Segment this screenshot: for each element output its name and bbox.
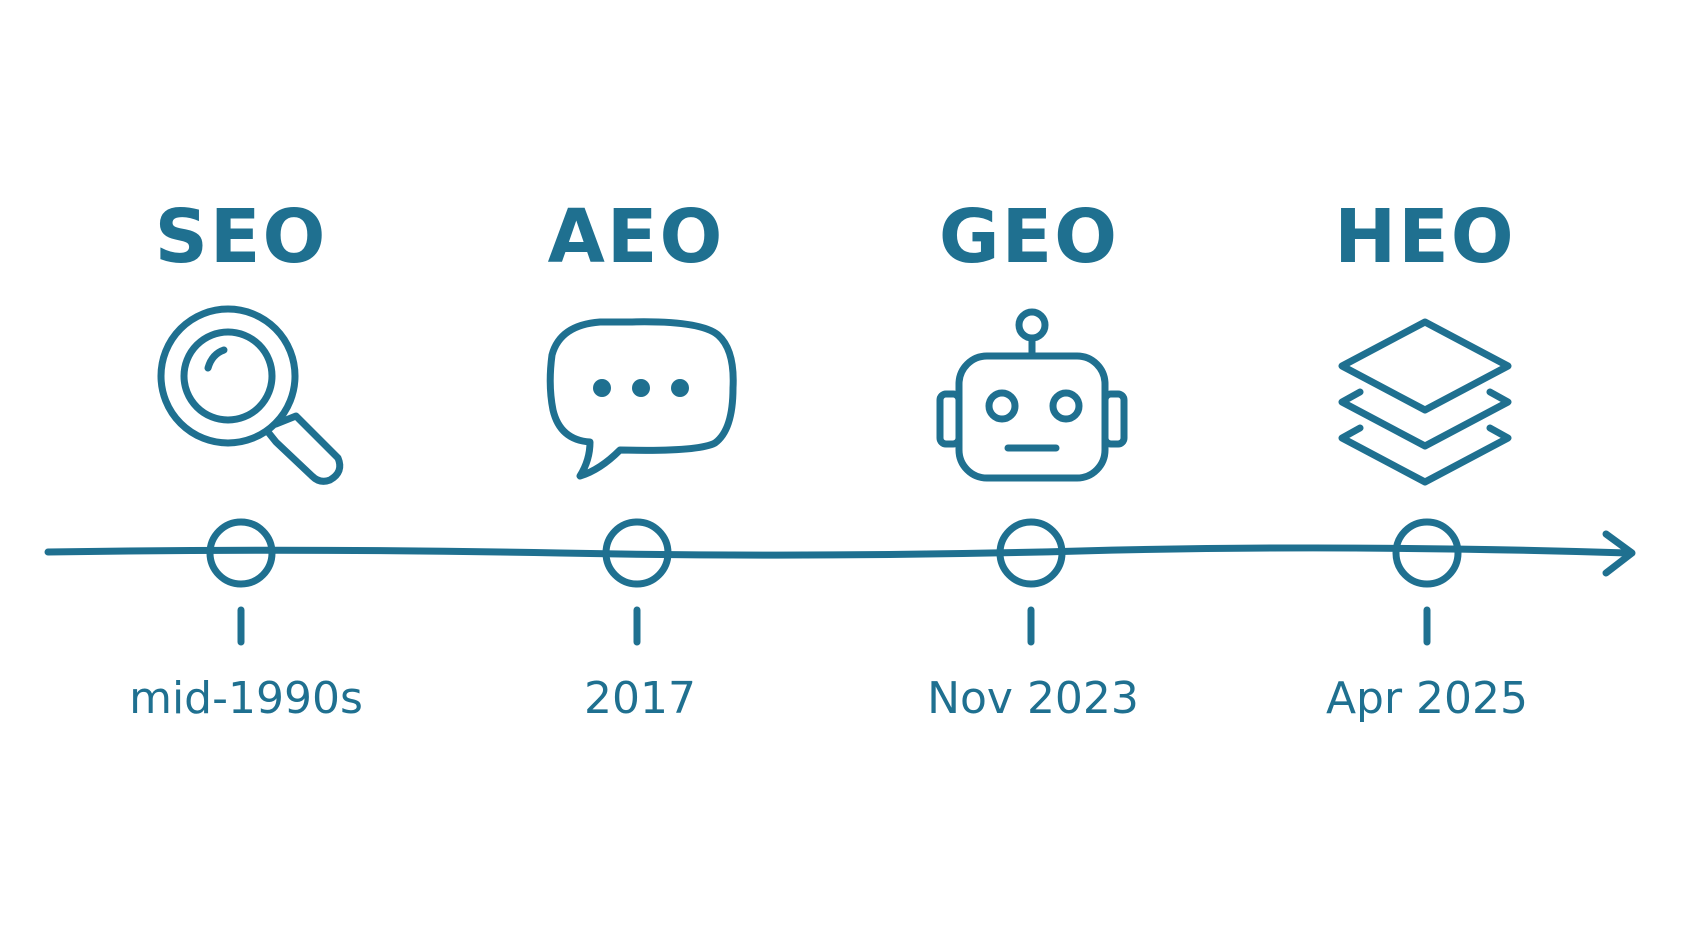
milestone-title: GEO: [939, 194, 1119, 280]
milestone-title: SEO: [155, 194, 328, 280]
speech-bubble-icon: [546, 318, 737, 480]
milestone-date: Nov 2023: [927, 673, 1139, 724]
robot-icon: [936, 308, 1128, 482]
milestone-geo: GEO Nov 2023: [927, 194, 1139, 724]
arrow-right-icon: [1602, 530, 1636, 577]
milestone-title: AEO: [548, 194, 725, 280]
timeline-line: [44, 544, 1632, 559]
milestone-heo: HEO Apr 2025: [1326, 194, 1528, 724]
milestone-date: Apr 2025: [1326, 673, 1528, 724]
milestone-node: [602, 518, 672, 588]
milestone-seo: SEO mid-1990s: [129, 194, 363, 724]
milestone-node: [206, 518, 276, 588]
magnifying-glass-icon: [157, 305, 344, 485]
layers-icon: [1338, 318, 1512, 486]
milestone-aeo: AEO 2017: [546, 194, 737, 724]
milestone-date: 2017: [584, 673, 696, 724]
milestone-node: [1392, 518, 1462, 588]
milestone-node: [996, 518, 1066, 588]
milestone-title: HEO: [1334, 194, 1515, 280]
milestone-date: mid-1990s: [129, 673, 363, 724]
timeline-axis: [44, 530, 1636, 577]
